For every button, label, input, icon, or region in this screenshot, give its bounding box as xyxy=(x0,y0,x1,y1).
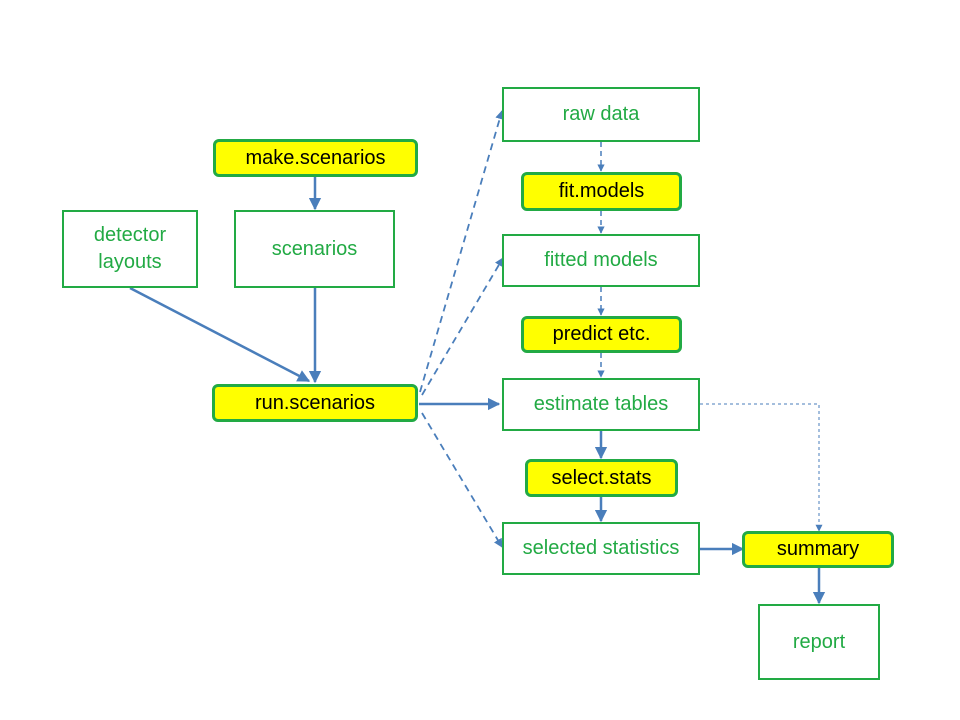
node-make-scenarios: make.scenarios xyxy=(213,139,418,177)
node-fitted-models: fitted models xyxy=(502,234,700,287)
edge-run-scenarios-to-selected-statistics xyxy=(421,412,503,548)
node-select-stats: select.stats xyxy=(525,459,678,497)
edge-detector-layouts-to-run-scenarios xyxy=(129,286,311,383)
node-predict-etc: predict etc. xyxy=(521,316,682,353)
node-raw-data-label: raw data xyxy=(562,103,640,125)
node-summary-label: summary xyxy=(776,538,860,560)
node-scenarios-label: scenarios xyxy=(271,237,358,260)
node-estimate-tables: estimate tables xyxy=(502,378,700,431)
node-scenarios: scenarios xyxy=(234,210,395,288)
node-detector-layouts: detector layouts xyxy=(62,210,198,288)
node-selected-statistics: selected statistics xyxy=(502,522,700,575)
node-report-label: report xyxy=(792,630,846,653)
node-report: report xyxy=(758,604,880,680)
edge-run-scenarios-to-raw-data xyxy=(419,110,505,393)
node-summary: summary xyxy=(742,531,894,568)
node-predict-etc-label: predict etc. xyxy=(552,323,651,345)
node-fit-models-label: fit.models xyxy=(558,180,645,202)
node-estimate-tables-label: estimate tables xyxy=(533,393,669,415)
edge-estimate-tables-to-summary xyxy=(700,403,823,532)
node-run-scenarios-label: run.scenarios xyxy=(254,391,376,414)
node-select-stats-label: select.stats xyxy=(551,466,652,489)
node-fit-models: fit.models xyxy=(521,172,682,211)
node-raw-data: raw data xyxy=(502,87,700,142)
node-selected-statistics-label: selected statistics xyxy=(522,537,680,559)
node-run-scenarios: run.scenarios xyxy=(212,384,418,422)
edge-run-scenarios-to-fitted-models xyxy=(421,257,504,396)
node-make-scenarios-label: make.scenarios xyxy=(245,146,386,169)
node-fitted-models-label: fitted models xyxy=(544,249,658,271)
node-detector-layouts-label: detector layouts xyxy=(93,224,167,273)
